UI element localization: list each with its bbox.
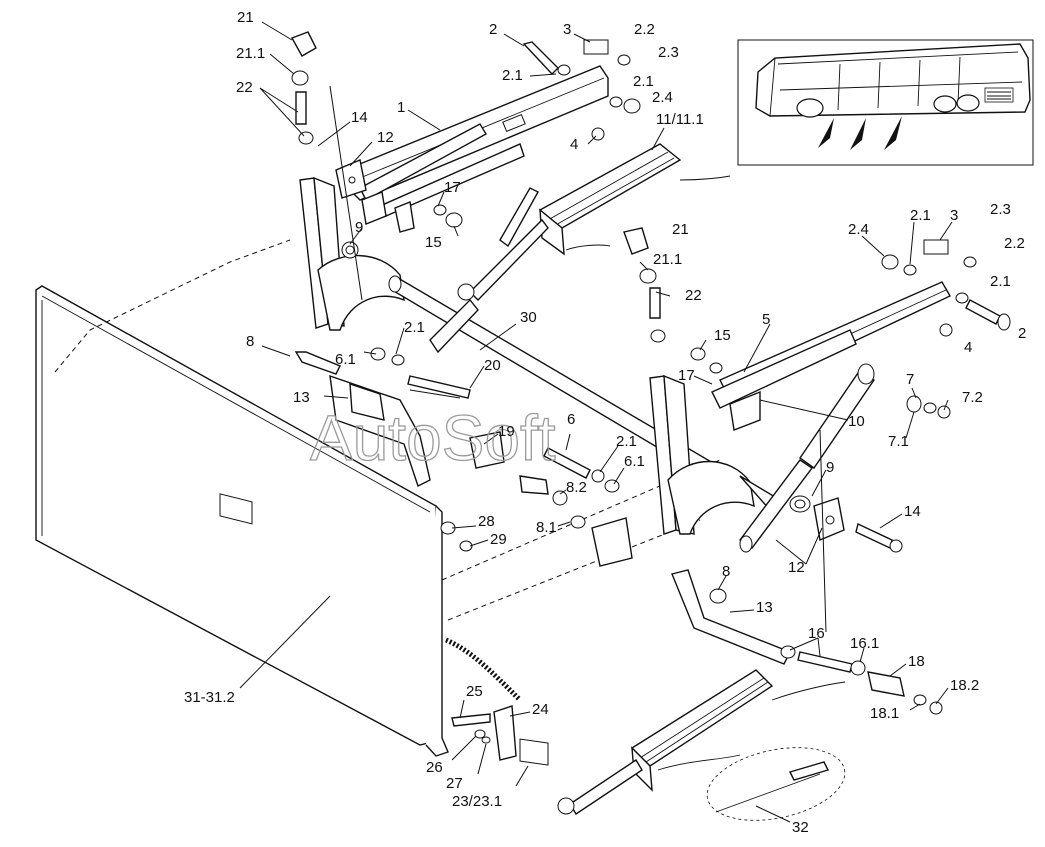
label-10: 10 — [848, 413, 865, 430]
label-26: 26 — [426, 759, 443, 776]
label-25: 25 — [466, 683, 483, 700]
bottom-cylinder — [557, 669, 846, 815]
lower-gas-strut — [738, 363, 875, 553]
label-6-1b: 6.1 — [624, 453, 645, 470]
upper-gas-strut — [429, 143, 731, 354]
label-18-2: 18.2 — [950, 677, 979, 694]
label-18-1: 18.1 — [870, 705, 899, 722]
label-2-2: 2.2 — [634, 21, 655, 38]
label-22: 22 — [236, 79, 253, 96]
label-2-1e: 2.1 — [404, 319, 425, 336]
label-29: 29 — [490, 531, 507, 548]
label-7-2: 7.2 — [962, 389, 983, 406]
label-9b: 9 — [826, 459, 834, 476]
label-2b: 2 — [1018, 325, 1026, 342]
connector-detail — [706, 747, 846, 821]
right-bracket — [789, 495, 845, 541]
label-1: 1 — [397, 99, 405, 116]
watermark: AutoSoft — [310, 402, 556, 474]
label-21-1: 21.1 — [236, 45, 265, 62]
label-2-1d: 2.1 — [990, 273, 1011, 290]
label-3b: 3 — [950, 207, 958, 224]
fasteners — [290, 31, 1011, 766]
bus-inset-illustration — [737, 39, 1034, 166]
label-30: 30 — [520, 309, 537, 326]
label-15: 15 — [425, 234, 442, 251]
label-32: 32 — [792, 819, 809, 836]
label-22b: 22 — [685, 287, 702, 304]
label-21b: 21 — [672, 221, 689, 238]
label-2-3: 2.3 — [658, 44, 679, 61]
label-28: 28 — [478, 513, 495, 530]
label-12: 12 — [377, 129, 394, 146]
label-21-1b: 21.1 — [653, 251, 682, 268]
label-5: 5 — [762, 311, 770, 328]
label-14b: 14 — [904, 503, 921, 520]
label-31-31-2: 31-31.2 — [184, 689, 235, 706]
label-8: 8 — [246, 333, 254, 350]
label-13b: 13 — [756, 599, 773, 616]
label-2-1b: 2.1 — [633, 73, 654, 90]
label-6-1: 6.1 — [335, 351, 356, 368]
label-2-1: 2.1 — [502, 67, 523, 84]
label-2-2b: 2.2 — [1004, 235, 1025, 252]
label-9: 9 — [355, 219, 363, 236]
label-2-1f: 2.1 — [616, 433, 637, 450]
label-12b: 12 — [788, 559, 805, 576]
lower-pipe — [671, 569, 791, 665]
label-19: 19 — [498, 423, 515, 440]
label-13: 13 — [293, 389, 310, 406]
label-2: 2 — [489, 21, 497, 38]
label-2-4: 2.4 — [652, 89, 673, 106]
label-21: 21 — [237, 9, 254, 26]
shaft-end — [388, 275, 402, 293]
label-8b: 8 — [722, 563, 730, 580]
label-14: 14 — [351, 109, 368, 126]
label-2-3b: 2.3 — [990, 201, 1011, 218]
label-4b: 4 — [964, 339, 972, 356]
label-6: 6 — [567, 411, 575, 428]
callout-labels: 21 21.1 22 14 12 1 2 3 2.2 2.3 2.1 2.1 2… — [184, 9, 1026, 836]
label-2-1c: 2.1 — [910, 207, 931, 224]
label-23-23-1: 23/23.1 — [452, 793, 502, 810]
label-15b: 15 — [714, 327, 731, 344]
label-27: 27 — [446, 775, 463, 792]
label-17b: 17 — [678, 367, 695, 384]
label-8-2: 8.2 — [566, 479, 587, 496]
label-18: 18 — [908, 653, 925, 670]
label-8-1: 8.1 — [536, 519, 557, 536]
label-16-1: 16.1 — [850, 635, 879, 652]
label-16: 16 — [808, 625, 825, 642]
label-11-11-1: 11/11.1 — [656, 111, 704, 128]
label-3: 3 — [563, 21, 571, 38]
wiring-harness — [445, 637, 522, 702]
label-2-4b: 2.4 — [848, 221, 869, 238]
latch-assembly — [329, 374, 549, 495]
cover-panel — [35, 239, 721, 757]
label-20: 20 — [484, 357, 501, 374]
label-7: 7 — [906, 371, 914, 388]
leader-lines — [239, 21, 953, 823]
label-4: 4 — [570, 136, 578, 153]
label-17: 17 — [444, 179, 461, 196]
label-7-1: 7.1 — [888, 433, 909, 450]
label-24: 24 — [532, 701, 549, 718]
